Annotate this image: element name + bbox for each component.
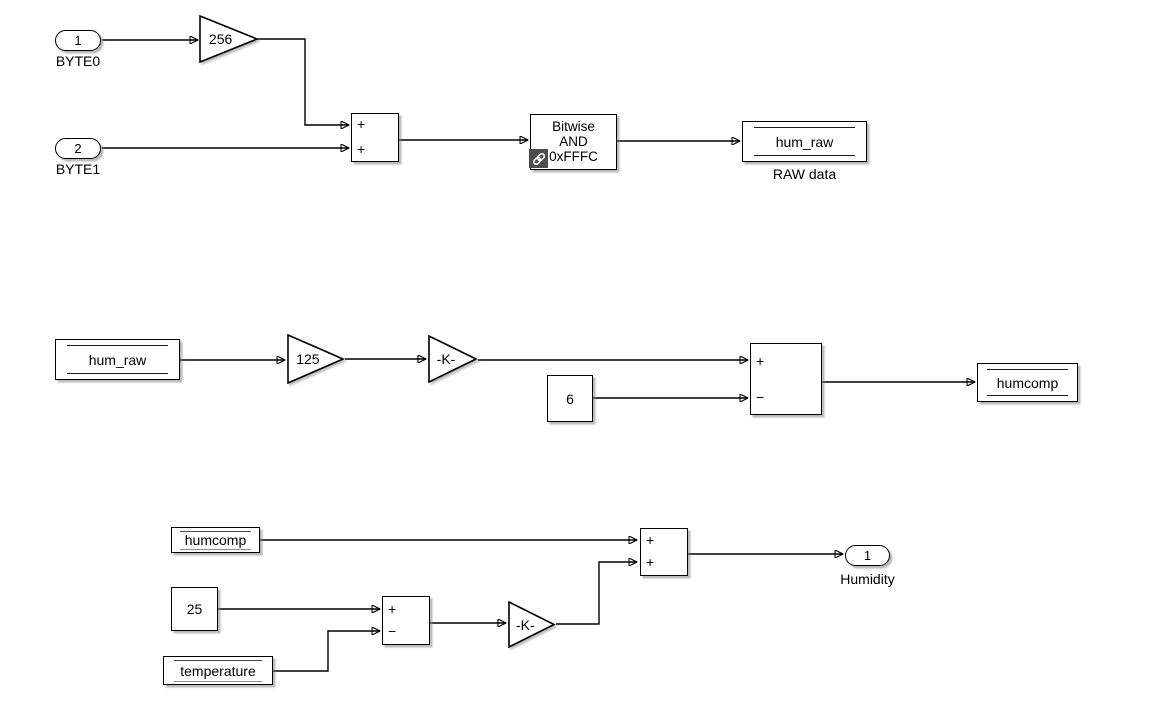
store-underline bbox=[67, 372, 168, 374]
store-overline bbox=[179, 531, 252, 533]
gain-triangle-icon bbox=[287, 334, 345, 384]
sum-sign-bottom: + bbox=[646, 554, 655, 570]
gain-256-block[interactable]: 256 bbox=[199, 15, 259, 63]
sum-temp-diff-block[interactable]: + − bbox=[382, 596, 430, 645]
bitwise-line2: AND bbox=[559, 134, 588, 149]
data-store-read-temperature[interactable]: temperature bbox=[163, 656, 273, 685]
store-overline bbox=[173, 660, 263, 662]
inport-byte1-number: 2 bbox=[74, 141, 82, 156]
store-name: hum_raw bbox=[775, 133, 834, 150]
sum-sign-bottom: − bbox=[756, 389, 765, 405]
outport-humidity-label: Humidity bbox=[840, 571, 895, 587]
gain-triangle-icon bbox=[508, 601, 556, 648]
bitwise-line1: Bitwise bbox=[552, 119, 595, 134]
gain-125-value: 125 bbox=[296, 351, 320, 367]
constant-6-value: 6 bbox=[566, 390, 574, 407]
inport-byte1[interactable]: 2 bbox=[55, 138, 101, 159]
bitwise-and-block[interactable]: Bitwise AND 0xFFFC bbox=[529, 114, 617, 170]
store-overline bbox=[67, 345, 168, 347]
sum-sign-top: + bbox=[357, 116, 366, 132]
sum-sign-top: + bbox=[756, 353, 765, 369]
gain-k2-value: -K- bbox=[515, 616, 535, 633]
store-name: humcomp bbox=[996, 374, 1059, 391]
sum-sign-top: + bbox=[646, 532, 655, 548]
store-overline bbox=[986, 369, 1069, 371]
store-name: humcomp bbox=[184, 532, 247, 548]
outport-humidity-number: 1 bbox=[863, 548, 872, 563]
wire-gaink2-to-sum4[interactable] bbox=[556, 562, 637, 625]
outport-humidity[interactable]: 1 bbox=[845, 545, 890, 566]
inport-byte0[interactable]: 1 bbox=[55, 30, 101, 51]
sum-sign-top: + bbox=[388, 601, 397, 617]
library-link-badge[interactable] bbox=[529, 149, 548, 168]
data-store-write-hum-raw[interactable]: hum_raw bbox=[742, 121, 867, 162]
constant-25-block[interactable]: 25 bbox=[171, 587, 218, 631]
store-underline bbox=[179, 548, 252, 550]
inport-byte0-number: 1 bbox=[74, 33, 82, 48]
data-store-write-humcomp[interactable]: humcomp bbox=[977, 363, 1078, 402]
store-name: hum_raw bbox=[88, 351, 147, 368]
gain-k-block[interactable]: -K- bbox=[428, 335, 478, 383]
store-underline bbox=[173, 680, 263, 682]
data-store-read-hum-raw[interactable]: hum_raw bbox=[55, 339, 180, 380]
gain-k-value: -K- bbox=[436, 351, 456, 367]
data-store-read-humcomp[interactable]: humcomp bbox=[171, 527, 260, 553]
hum-raw-write-caption: RAW data bbox=[772, 166, 837, 182]
wire-gain256-to-sum[interactable] bbox=[257, 38, 349, 125]
sum-sign-bottom: + bbox=[357, 141, 366, 157]
sum-sign-bottom: − bbox=[388, 623, 397, 639]
store-name: temperature bbox=[180, 662, 256, 679]
gain-k2-block[interactable]: -K- bbox=[508, 601, 556, 648]
sum-humidity-block[interactable]: + + bbox=[640, 528, 688, 576]
store-overline bbox=[754, 127, 855, 129]
bitwise-mask-value: 0xFFFC bbox=[549, 149, 598, 164]
gain-triangle-icon bbox=[199, 15, 259, 63]
store-underline bbox=[986, 394, 1069, 396]
constant-25-value: 25 bbox=[186, 601, 203, 617]
inport-byte0-label: BYTE0 bbox=[55, 53, 101, 69]
gain-125-block[interactable]: 125 bbox=[287, 334, 345, 384]
wire-temperature-to-sum3[interactable] bbox=[273, 631, 380, 672]
inport-byte1-label: BYTE1 bbox=[55, 161, 101, 177]
gain-triangle-icon bbox=[428, 335, 478, 383]
sum-bytes-block[interactable]: + + bbox=[351, 113, 399, 162]
store-underline bbox=[754, 154, 855, 156]
link-icon bbox=[532, 152, 545, 165]
gain-256-value: 256 bbox=[208, 31, 233, 47]
constant-6-block[interactable]: 6 bbox=[547, 375, 593, 422]
sum-compensate-block[interactable]: + − bbox=[750, 343, 822, 415]
